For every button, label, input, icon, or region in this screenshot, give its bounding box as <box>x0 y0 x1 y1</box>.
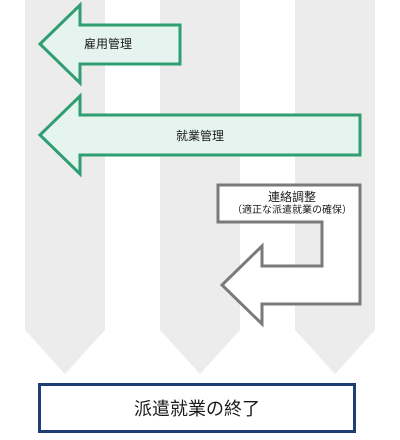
arrow-label-renraku-chosei: 連絡調整 （適正な派遣就業の確保） <box>222 191 362 217</box>
end-box-label: 派遣就業の終了 <box>134 399 260 420</box>
timeline-column-2 <box>160 0 240 374</box>
arrow-label-shugyo-kanri: 就業管理 <box>175 129 224 143</box>
renraku-main-label: 連絡調整 <box>267 190 316 204</box>
arrow-label-koyo-kanri: 雇用管理 <box>83 37 132 51</box>
timeline-column-1 <box>25 0 105 374</box>
renraku-sub-label: （適正な派遣就業の確保） <box>232 205 352 216</box>
arrow-shugyo-kanri <box>37 92 362 178</box>
end-box-haken-shugyo-shuryo: 派遣就業の終了 <box>38 383 356 433</box>
arrow-renraku-chosei <box>216 183 362 328</box>
arrow-koyo-kanri <box>37 1 182 87</box>
